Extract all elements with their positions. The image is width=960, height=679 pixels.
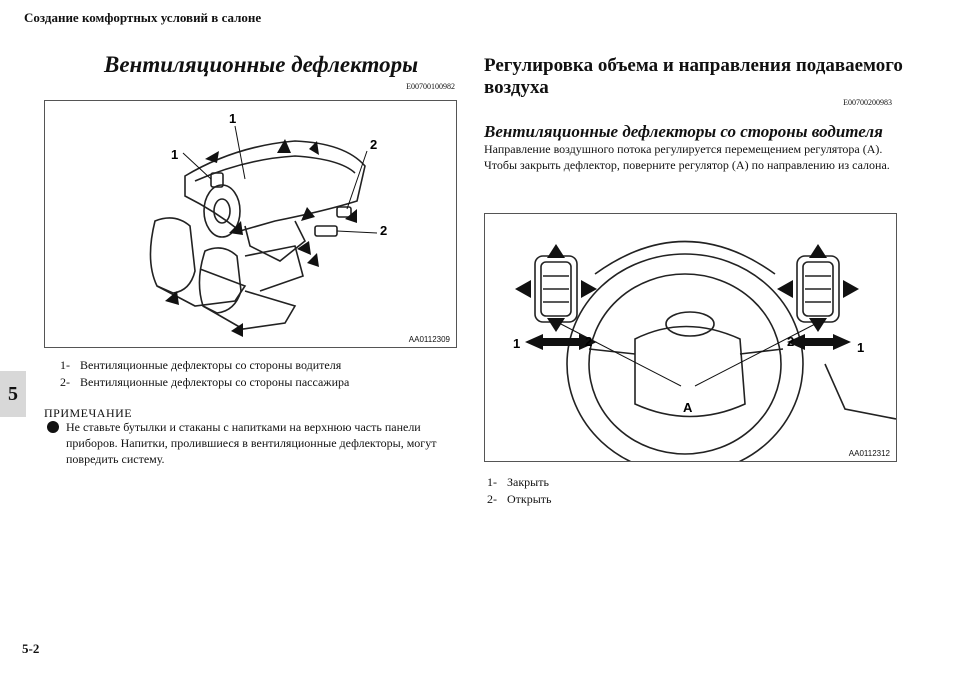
- note-body: Не ставьте бутылки и стаканы с напитками…: [46, 419, 456, 467]
- dashboard-illustration: 1 1 2 2: [149, 111, 387, 337]
- callout-2a: 2: [370, 137, 377, 152]
- paragraph-2: Чтобы закрыть дефлектор, поверните регул…: [484, 158, 890, 172]
- section-code-left: E00700100982: [406, 82, 455, 91]
- callout-close-right: 1: [857, 340, 864, 355]
- page-number: 5-2: [22, 641, 40, 656]
- figure-vent-locations: 1 1 2 2 AA0112309: [44, 100, 457, 348]
- callout-open-right: 2: [787, 334, 794, 349]
- figure-driver-vents: 1 2 2 1 A AA0112312: [484, 213, 897, 475]
- subsection-heading: Вентиляционные дефлекторы со стороны вод…: [484, 122, 883, 141]
- callout-1b: 1: [229, 111, 236, 126]
- legend-item: 1- Вентиляционные дефлекторы со стороны …: [60, 358, 342, 372]
- callout-a: A: [683, 400, 693, 415]
- section-heading-right: Регулировка объема и направления подавае…: [484, 55, 903, 98]
- section-code-right: E00700200983: [843, 98, 892, 107]
- figure-id-left: AA0112309: [408, 335, 450, 344]
- legend-item: 2- Открыть: [487, 492, 552, 506]
- paragraph-1: Направление воздушного потока регулирует…: [484, 142, 883, 156]
- callout-1a: 1: [171, 147, 178, 162]
- legend-item: 2- Вентиляционные дефлекторы со стороны …: [60, 375, 350, 389]
- legend-left: 1- Вентиляционные дефлекторы со стороны …: [60, 357, 349, 391]
- callout-2b: 2: [380, 223, 387, 238]
- running-header: Создание комфортных условий в салоне: [24, 10, 262, 25]
- figure-id-right: AA0112312: [848, 449, 890, 458]
- note-heading: ПРИМЕЧАНИЕ: [44, 406, 133, 420]
- legend-right: 1- Закрыть 2- Открыть: [487, 474, 552, 508]
- legend-item: 1- Закрыть: [487, 475, 549, 489]
- steering-wheel-illustration: 1 2 2 1 A: [513, 240, 897, 475]
- section-heading-left: Вентиляционные дефлекторы: [104, 52, 419, 77]
- callout-close-left: 1: [513, 336, 520, 351]
- body-paragraph: Направление воздушного потока регулирует…: [484, 141, 904, 173]
- callout-open-left: 2: [585, 334, 592, 349]
- chapter-tab: 5: [0, 371, 26, 417]
- note-text: Не ставьте бутылки и стаканы с напитками…: [66, 420, 437, 466]
- bullet-icon: [47, 421, 59, 433]
